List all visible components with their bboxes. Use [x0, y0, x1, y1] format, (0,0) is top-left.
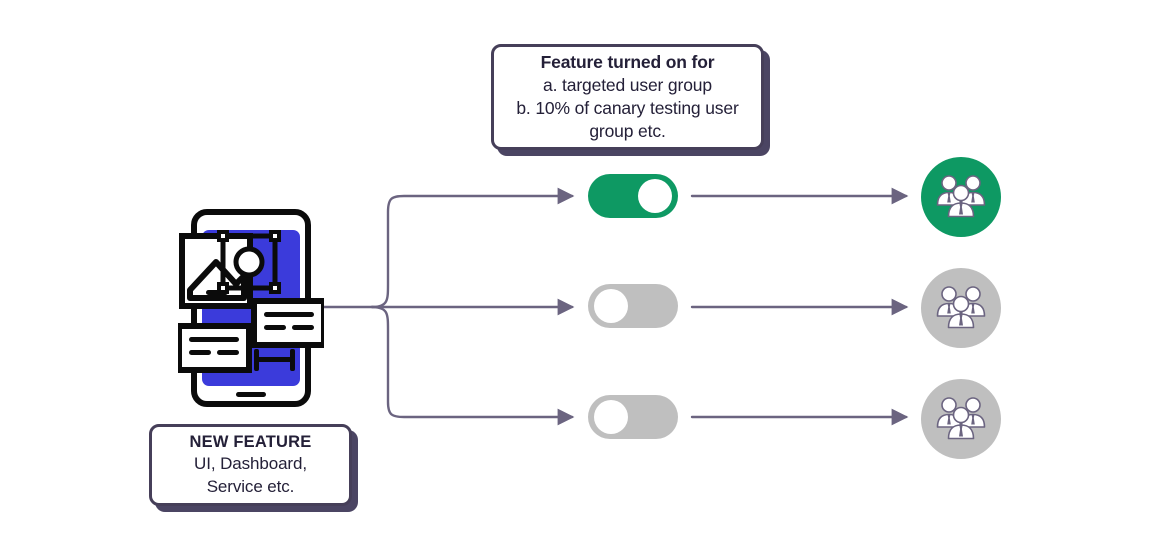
feature-callout-line-1: Feature turned on for: [540, 51, 715, 72]
user-group-icon-row-3: [921, 379, 1001, 459]
new-feature-callout-line-3: Service etc.: [206, 476, 295, 496]
new-feature-callout-line-2: UI, Dashboard,: [194, 454, 307, 474]
mobile-phone-ui-design-icon: [178, 208, 324, 408]
toggle-switch-icon-row-2[interactable]: [588, 284, 678, 328]
toggle-knob: [638, 179, 672, 213]
branch-row-3: [370, 305, 575, 426]
toggle-switch-icon-row-1[interactable]: [588, 174, 678, 218]
user-group-icon-row-2: [921, 268, 1001, 348]
branch-row-1: [370, 187, 575, 309]
toggle-switch-icon-row-3[interactable]: [588, 395, 678, 439]
new-feature-callout-line-1: NEW FEATURE: [189, 432, 312, 451]
feature-turned-on-callout: Feature turned on for a. targeted user g…: [491, 44, 764, 150]
user-group-icon-row-1: [921, 157, 1001, 237]
feature-callout-line-3: b. 10% of canary testing user: [516, 98, 739, 118]
feature-callout-line-4: group etc.: [589, 121, 666, 142]
toggle-knob: [594, 289, 628, 323]
toggle-knob: [594, 400, 628, 434]
new-feature-callout: NEW FEATURE UI, Dashboard, Service etc.: [149, 424, 352, 506]
feature-callout-line-2: a. targeted user group: [543, 74, 712, 95]
